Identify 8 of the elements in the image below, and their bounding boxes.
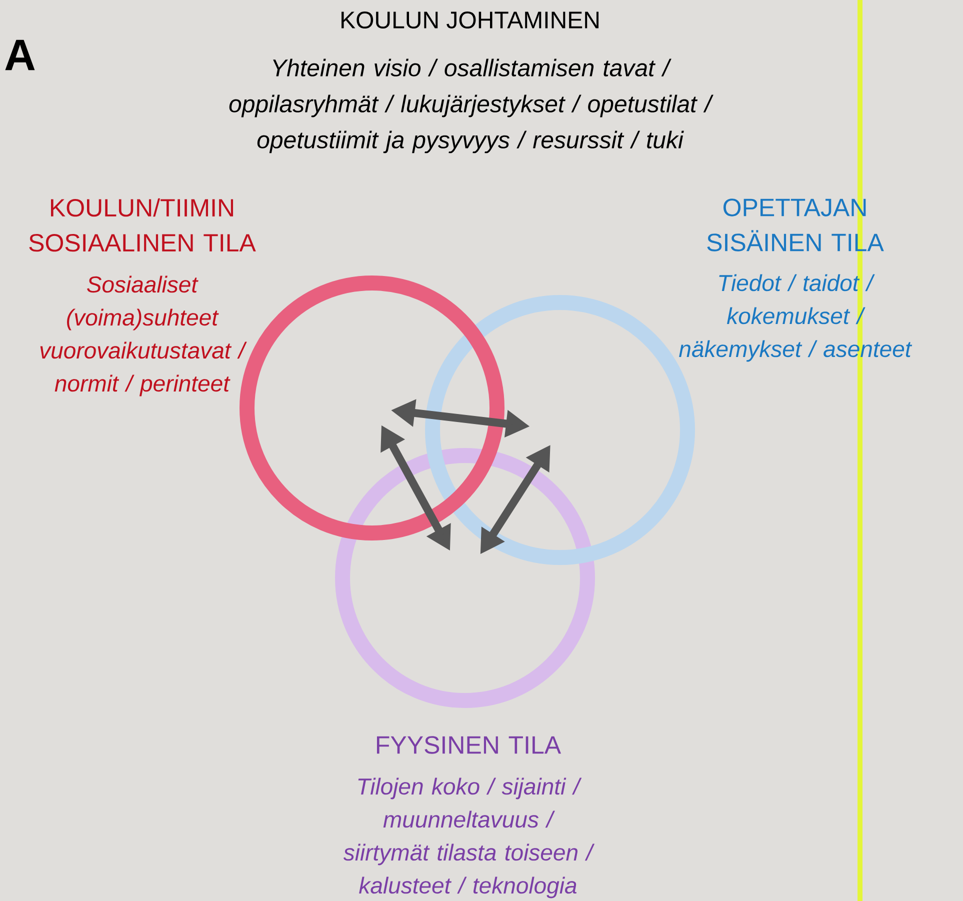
title: KOULUN JOHTAMINEN bbox=[342, 12, 598, 28]
heading-text: FYYSINEN TILA bbox=[376, 736, 562, 754]
heading-text: KOULUN/TIIMIN SOSIAALINEN TILA bbox=[29, 198, 256, 252]
subtitle: Yhteinen visio / osallistamisen tavat / oppilasryhmät / lukujärjestykset / opetustilat / opetustiimit ja pysyvyys / resurssit / tuki bbox=[229, 58, 714, 154]
panel-letter: A bbox=[5, 40, 35, 70]
description-text: Tilojen koko / sijainti / muunneltavuus / siirtymät tilasta toiseen / kalusteet / teknologia bbox=[343, 778, 595, 898]
description-text: Sosiaaliset (voima)suhteet vuorovaikutustavat / normit / perinteet bbox=[40, 276, 247, 396]
circle-ring bbox=[335, 448, 595, 708]
